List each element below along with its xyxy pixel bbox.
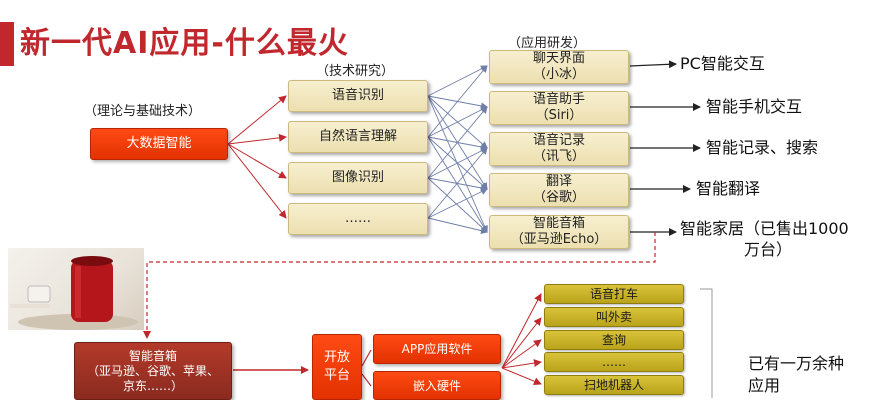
platform-line2: 平台 [323,368,350,383]
outcome-smart-home-count: 万台） [744,240,793,259]
app-box-line1: 语音助手 [532,92,585,107]
services-summary-line2: 应用 [748,376,781,395]
speaker-box-line1: 智能音箱 [128,348,177,363]
speaker-box-line3: 京东……） [122,378,183,393]
open-platform-box: 开放 平台 [312,334,362,400]
service-label: …… [602,355,626,369]
smart-speaker-vendors-box: 智能音箱 （亚马逊、谷歌、苹果、 京东……） [74,342,232,400]
app-box-translation: 翻译 （谷歌） [489,173,629,207]
app-box-voice-assistant: 语音助手 （Siri） [489,91,629,125]
app-box-line2: （谷歌） [532,190,585,205]
speaker-box-line2: （亚马逊、谷歌、苹果、 [86,363,219,378]
app-box-line2: （亚马逊Echo） [510,232,608,247]
app-box-line1: 智能音箱 [532,216,585,231]
service-ride-hailing: 语音打车 [544,284,684,304]
service-query: 查询 [544,330,684,350]
service-label: 语音打车 [589,287,638,301]
services-summary-line1: 已有一万余种 [748,354,845,373]
app-box-line1: 翻译 [545,174,572,189]
tech-box-more: …… [288,203,428,235]
option-label: 嵌入硬件 [412,378,461,393]
option-app-software: APP应用软件 [373,334,501,364]
service-label: 扫地机器人 [583,378,644,392]
theory-caption: （理论与基础技术） [84,104,202,119]
service-label: 查询 [601,333,626,347]
title-accent-bar [0,22,14,66]
service-food-delivery: 叫外卖 [544,307,684,327]
tech-box-image-recognition: 图像识别 [288,162,428,194]
app-box-line2: （讯飞） [532,149,585,164]
option-embedded-hardware: 嵌入硬件 [373,371,501,400]
app-box-line1: 语音记录 [532,133,585,148]
app-box-line2: （Siri） [535,108,583,123]
outcome-translation: 智能翻译 [696,179,761,198]
platform-line1: 开放 [323,350,350,365]
smart-speaker-photo [8,248,144,330]
tech-box-label: 图像识别 [331,170,384,185]
app-box-line1: 聊天界面 [532,51,585,66]
tech-box-label: 语音识别 [331,88,384,103]
app-box-line2: （小冰） [532,67,585,82]
tech-box-nlu: 自然语言理解 [288,121,428,153]
tech-box-label: 自然语言理解 [318,129,397,144]
app-box-smart-speaker: 智能音箱 （亚马逊Echo） [489,215,629,249]
app-box-chat: 聊天界面 （小冰） [489,50,629,84]
outcome-smart-home: 智能家居（已售出1000 [680,219,849,238]
apps-caption: （应用研发） [508,36,587,51]
app-box-voice-record: 语音记录 （讯飞） [489,132,629,166]
tech-box-speech-recognition: 语音识别 [288,80,428,112]
outcome-record-search: 智能记录、搜索 [706,138,819,157]
service-robot-vacuum: 扫地机器人 [544,375,684,395]
outcome-phone: 智能手机交互 [706,97,803,116]
theory-box-big-data: 大数据智能 [90,128,228,160]
tech-caption: （技术研究） [316,64,395,79]
page-title: 新一代AI应用-什么最火 [20,26,349,61]
service-label: 叫外卖 [595,310,632,324]
option-label: APP应用软件 [401,342,473,356]
theory-box-label: 大数据智能 [126,136,192,151]
tech-box-label: …… [345,211,371,226]
service-more: …… [544,352,684,372]
outcome-pc: PC智能交互 [680,54,765,73]
